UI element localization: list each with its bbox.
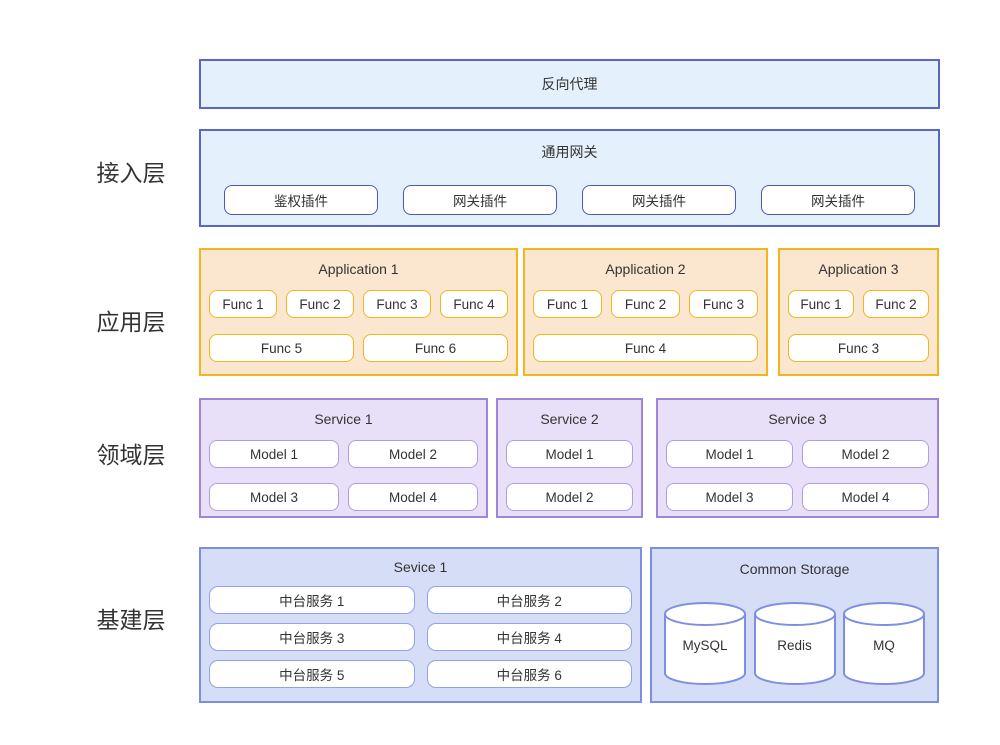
common-storage-title: Common Storage [739, 561, 850, 577]
func-row: Func 4 [533, 334, 758, 362]
model-box: Model 1 [666, 440, 793, 468]
service-1-card: Service 1 Model 1 Model 2 Model 3 Model … [199, 398, 488, 518]
func-row: Func 1 Func 2 Func 3 [533, 290, 758, 318]
application-3-title: Application 3 [818, 261, 899, 277]
reverse-proxy-box: 反向代理 [199, 59, 940, 109]
database-label: Redis [777, 638, 812, 653]
mysql-cylinder: MySQL [664, 602, 746, 686]
func-box: Func 4 [533, 334, 758, 362]
layer-label-infrastructure: 基建层 [96, 607, 166, 633]
application-3-card: Application 3 Func 1 Func 2 Func 3 [778, 248, 939, 376]
reverse-proxy-label: 反向代理 [541, 76, 598, 92]
mid-service-box: 中台服务 6 [426, 660, 632, 688]
application-1-title: Application 1 [318, 261, 399, 277]
database-label: MySQL [682, 638, 728, 653]
func-box: Func 2 [286, 290, 354, 318]
func-box: Func 2 [611, 290, 680, 318]
layer-label-domain: 领域层 [96, 442, 166, 468]
service-1-title: Service 1 [314, 411, 373, 427]
service-2-card: Service 2 Model 1 Model 2 [496, 398, 643, 518]
common-storage-card: Common Storage MySQL Redis [650, 547, 939, 703]
infra-service-card: Sevice 1 中台服务 1 中台服务 2 中台服务 3 中台服务 4 中台服… [199, 547, 642, 703]
mid-service-box: 中台服务 3 [209, 623, 415, 651]
model-grid: Model 1 Model 2 [506, 440, 633, 511]
database-cylinder-icon [843, 602, 925, 685]
model-box: Model 4 [802, 483, 929, 511]
model-grid: Model 1 Model 2 Model 3 Model 4 [666, 440, 929, 511]
gateway-title: 通用网关 [541, 144, 598, 160]
gateway-plugin-box: 网关插件 [582, 185, 736, 215]
auth-plugin-box: 鉴权插件 [224, 185, 378, 215]
mid-service-box: 中台服务 5 [209, 660, 415, 688]
layer-label-access: 接入层 [96, 160, 166, 186]
func-box: Func 3 [689, 290, 758, 318]
func-box: Func 3 [788, 334, 929, 362]
model-box: Model 4 [348, 483, 478, 511]
func-box: Func 1 [788, 290, 854, 318]
gateway-plugin-box: 网关插件 [761, 185, 915, 215]
mid-service-box: 中台服务 1 [209, 586, 415, 614]
func-box: Func 1 [533, 290, 602, 318]
application-1-card: Application 1 Func 1 Func 2 Func 3 Func … [199, 248, 518, 376]
service-2-title: Service 2 [540, 411, 599, 427]
func-row: Func 5 Func 6 [209, 334, 508, 362]
func-row: Func 3 [788, 334, 929, 362]
mid-service-grid: 中台服务 1 中台服务 2 中台服务 3 中台服务 4 中台服务 5 中台服务 … [209, 586, 632, 688]
redis-cylinder: Redis [753, 602, 836, 686]
model-box: Model 2 [506, 483, 633, 511]
database-cylinder-icon [664, 602, 746, 685]
mid-service-box: 中台服务 2 [426, 586, 632, 614]
layer-label-application: 应用层 [96, 309, 166, 335]
gateway-plugin-box: 网关插件 [403, 185, 557, 215]
model-box: Model 3 [209, 483, 339, 511]
model-box: Model 1 [506, 440, 633, 468]
model-box: Model 3 [666, 483, 793, 511]
func-box: Func 3 [363, 290, 431, 318]
service-3-card: Service 3 Model 1 Model 2 Model 3 Model … [656, 398, 939, 518]
infra-service-title: Sevice 1 [393, 559, 448, 575]
database-row: MySQL Redis MQ [664, 602, 925, 686]
mq-cylinder: MQ [843, 602, 925, 686]
func-box: Func 1 [209, 290, 277, 318]
model-box: Model 2 [348, 440, 478, 468]
func-box: Func 4 [440, 290, 508, 318]
mid-service-box: 中台服务 4 [426, 623, 632, 651]
func-box: Func 5 [209, 334, 354, 362]
model-grid: Model 1 Model 2 Model 3 Model 4 [209, 440, 478, 511]
application-2-title: Application 2 [605, 261, 686, 277]
func-box: Func 6 [363, 334, 508, 362]
func-row: Func 1 Func 2 Func 3 Func 4 [209, 290, 508, 318]
database-label: MQ [873, 638, 895, 653]
func-row: Func 1 Func 2 [788, 290, 929, 318]
database-cylinder-icon [753, 602, 836, 685]
func-box: Func 2 [863, 290, 929, 318]
application-2-card: Application 2 Func 1 Func 2 Func 3 Func … [523, 248, 768, 376]
gateway-plugin-row: 鉴权插件 网关插件 网关插件 网关插件 [224, 185, 915, 215]
gateway-box: 通用网关 鉴权插件 网关插件 网关插件 网关插件 [199, 129, 940, 227]
model-box: Model 1 [209, 440, 339, 468]
service-3-title: Service 3 [768, 411, 827, 427]
model-box: Model 2 [802, 440, 929, 468]
